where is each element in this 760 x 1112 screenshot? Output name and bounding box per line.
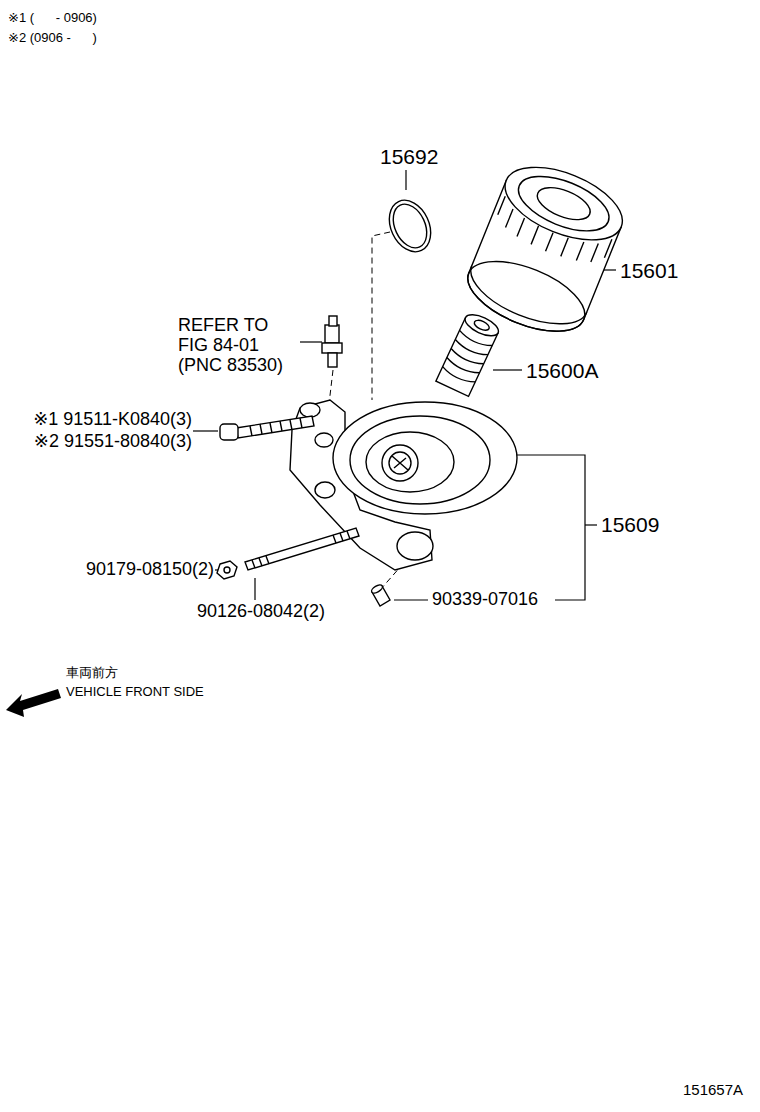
callout-number: 15600A: [526, 359, 598, 382]
callout-number: 15692: [380, 145, 438, 168]
reference-note: REFER TO FIG 84-01 (PNC 83530): [178, 316, 298, 375]
applicability-note: ※1 ( - 0906): [8, 11, 97, 25]
callout-number: 15601: [620, 259, 678, 282]
direction-arrow: [6, 689, 61, 717]
part-number: ※2 91551-80840(3): [34, 432, 192, 452]
applicability-note: ※2 (0906 - ): [8, 31, 97, 45]
part-number: 90179-08150(2): [86, 560, 214, 580]
part-number: 90339-07016: [432, 590, 538, 610]
leader-lines: [193, 170, 616, 600]
direction-note: VEHICLE FRONT SIDE: [66, 685, 204, 699]
oil-filter: [458, 153, 632, 346]
plug: [370, 583, 390, 606]
bolt: [220, 416, 314, 440]
pressure-sensor: [322, 316, 342, 367]
stud-bolt: [245, 528, 359, 570]
direction-note: 車両前方: [66, 666, 118, 680]
callout-number: 15609: [601, 513, 659, 536]
nut: [217, 561, 237, 579]
union-bolt: [436, 310, 502, 396]
part-number: ※1 91511-K0840(3): [33, 410, 192, 430]
o-ring: [381, 193, 438, 258]
figure-number: 151657A: [683, 1082, 743, 1099]
part-number: 90126-08042(2): [197, 602, 325, 622]
